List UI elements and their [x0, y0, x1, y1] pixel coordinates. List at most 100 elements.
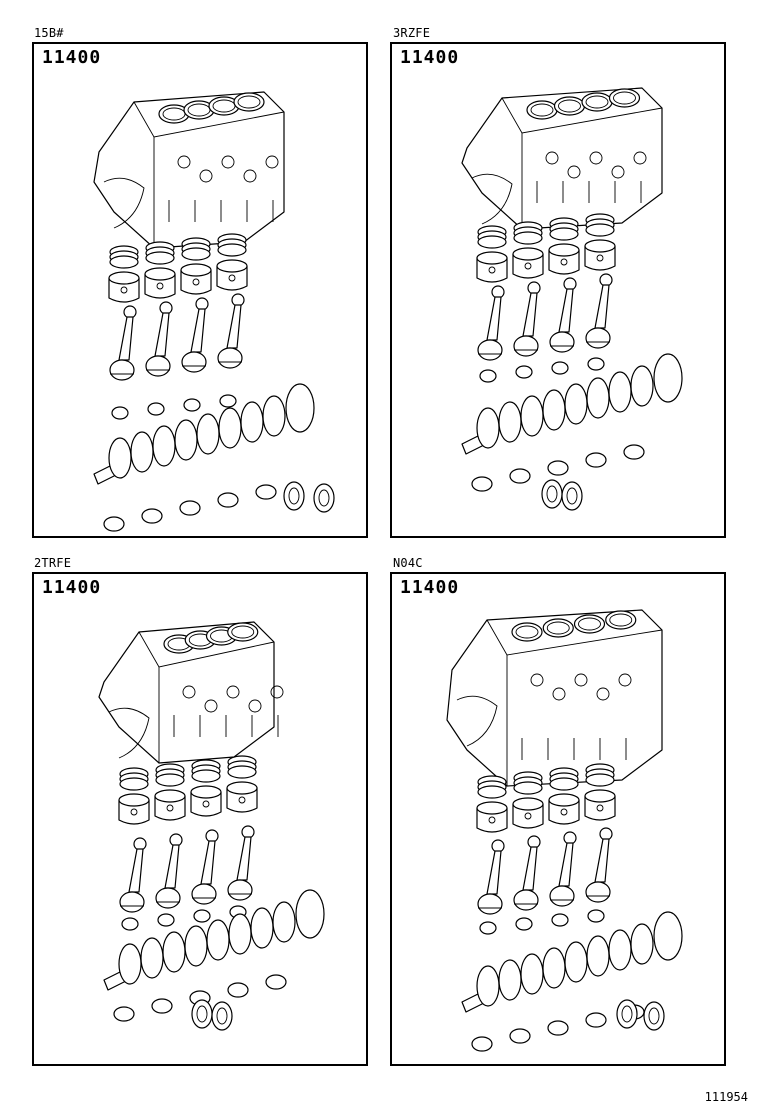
main-bearing — [217, 492, 239, 508]
parts-panel-3[interactable]: 11400 — [32, 572, 368, 1066]
rod-bearing — [551, 913, 569, 927]
main-bearing — [471, 1036, 493, 1052]
cylinder-block — [461, 87, 663, 230]
thrust-washer — [541, 479, 563, 509]
piston-ring-set — [227, 755, 257, 779]
connecting-rod — [119, 837, 147, 913]
main-bearing — [151, 998, 173, 1014]
connecting-rod — [227, 825, 255, 901]
part-code-3: 11400 — [42, 577, 102, 598]
rod-bearing — [587, 357, 605, 371]
short-block-illustration-4 — [446, 609, 683, 1052]
thrust-washer — [211, 1001, 233, 1031]
main-bearing — [265, 974, 287, 990]
thrust-washer — [616, 999, 638, 1029]
piston — [226, 781, 258, 813]
rod-bearing — [479, 921, 497, 935]
piston-ring-set — [549, 217, 579, 241]
main-bearing — [509, 1028, 531, 1044]
thrust-washer — [313, 483, 335, 513]
main-bearing — [623, 444, 645, 460]
rod-bearing — [479, 369, 497, 383]
rod-bearing — [147, 402, 165, 416]
piston-ring-set — [155, 763, 185, 787]
thrust-washer — [561, 481, 583, 511]
piston-ring-set — [119, 767, 149, 791]
main-bearing — [103, 516, 125, 532]
engine-label-2: 3RZFE — [393, 26, 431, 40]
short-block-illustration-1 — [93, 91, 335, 532]
connecting-rod — [109, 305, 137, 381]
short-block-illustration-2 — [461, 87, 683, 511]
piston — [512, 797, 544, 829]
engine-label-3: 2TRFE — [34, 556, 72, 570]
connecting-rod — [477, 285, 505, 361]
piston-ring-set — [191, 759, 221, 783]
parts-panel-2[interactable]: 11400 — [390, 42, 726, 538]
piston — [118, 793, 150, 825]
piston-ring-set — [513, 221, 543, 245]
engine-label-1: 15B# — [34, 26, 64, 40]
rod-bearing — [515, 365, 533, 379]
piston-ring-set — [477, 775, 507, 799]
connecting-rod — [181, 297, 209, 373]
main-bearing — [585, 1012, 607, 1028]
piston — [548, 243, 580, 275]
main-bearing — [113, 1006, 135, 1022]
piston-ring-set — [513, 771, 543, 795]
connecting-rod — [585, 827, 613, 903]
cylinder-block — [98, 621, 284, 764]
main-bearing — [547, 1020, 569, 1036]
connecting-rod — [217, 293, 245, 369]
piston-ring-set — [549, 767, 579, 791]
connecting-rod — [585, 273, 613, 349]
rod-bearing — [551, 361, 569, 375]
main-bearing — [141, 508, 163, 524]
piston — [584, 239, 616, 271]
short-block-illustration-3 — [98, 621, 325, 1031]
rod-bearing — [157, 913, 175, 927]
connecting-rod — [145, 301, 173, 377]
rod-bearing — [219, 394, 237, 408]
piston — [154, 789, 186, 821]
rod-bearing — [515, 917, 533, 931]
rod-bearing — [587, 909, 605, 923]
piston — [476, 251, 508, 283]
piston-ring-set — [477, 225, 507, 249]
part-code-2: 11400 — [400, 47, 460, 68]
piston-ring-set — [145, 241, 175, 265]
connecting-rod — [513, 835, 541, 911]
piston-ring-set — [109, 245, 139, 269]
thrust-washer — [643, 1001, 665, 1031]
piston — [108, 271, 140, 303]
cylinder-block — [93, 91, 285, 249]
connecting-rod — [477, 839, 505, 915]
connecting-rod — [549, 831, 577, 907]
main-bearing — [547, 460, 569, 476]
connecting-rod — [191, 829, 219, 905]
main-bearing — [227, 982, 249, 998]
crankshaft — [461, 353, 683, 455]
main-bearing — [471, 476, 493, 492]
parts-panel-4[interactable]: 11400 — [390, 572, 726, 1066]
piston-ring-set — [181, 237, 211, 261]
piston — [180, 263, 212, 295]
illustration-number: 111954 — [704, 1090, 748, 1104]
crankshaft — [461, 911, 683, 1013]
thrust-washer — [191, 999, 213, 1029]
connecting-rod — [513, 281, 541, 357]
piston — [584, 789, 616, 821]
piston — [190, 785, 222, 817]
main-bearing — [255, 484, 277, 500]
main-bearing — [509, 468, 531, 484]
piston-ring-set — [585, 763, 615, 787]
part-code-1: 11400 — [42, 47, 102, 68]
parts-panel-1[interactable]: 11400 — [32, 42, 368, 538]
piston — [548, 793, 580, 825]
piston — [512, 247, 544, 279]
piston — [216, 259, 248, 291]
part-code-4: 11400 — [400, 577, 460, 598]
rod-bearing — [121, 917, 139, 931]
piston — [476, 801, 508, 833]
main-bearing — [585, 452, 607, 468]
